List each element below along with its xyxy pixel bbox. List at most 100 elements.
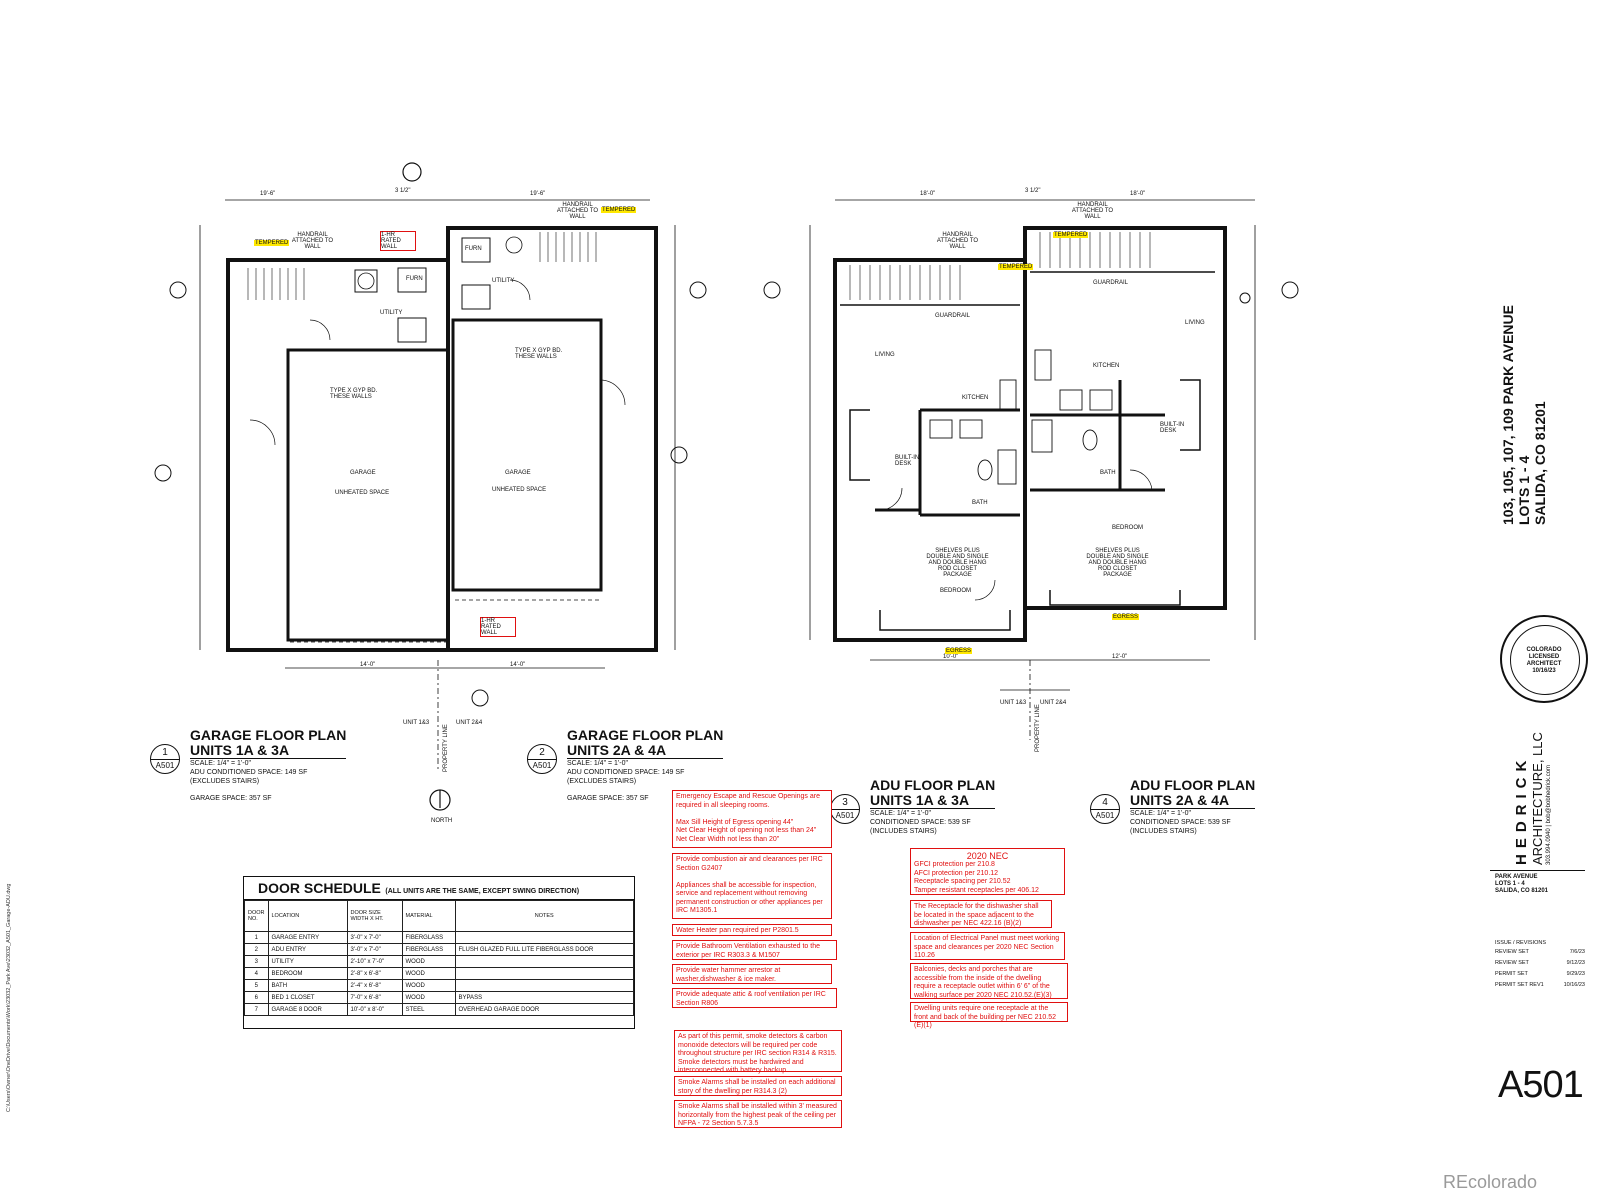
room-label-bedroom-2: BEDROOM xyxy=(1112,525,1144,531)
nec-line: GFCI protection per 210.8 xyxy=(914,861,995,868)
built-in-desk-2: BUILT-IN DESK xyxy=(1160,422,1185,434)
door-schedule-cell: 4 xyxy=(244,967,269,980)
door-schedule-cell: FLUSH GLAZED FULL LITE FIBERGLASS DOOR xyxy=(454,943,634,956)
north-label: NORTH xyxy=(431,818,453,824)
closet-note-2: SHELVES PLUS DOUBLE AND SINGLE AND DOUBL… xyxy=(1086,548,1149,578)
door-schedule-cell: WOOD xyxy=(401,979,456,992)
plan-area: ADU CONDITIONED SPACE: 149 SF xyxy=(190,769,308,776)
detail-sheet: A501 xyxy=(1095,811,1115,820)
issue-name: PERMIT SET xyxy=(1495,971,1528,977)
unit-24-label-2: UNIT 2&4 xyxy=(1040,700,1067,706)
code-note-egress: Emergency Escape and Rescue Openings are… xyxy=(672,790,832,848)
door-schedule-cell: 5 xyxy=(244,979,269,992)
firm-name: HEDRICK ARCHITECTURE, LLC 303.994.0940 |… xyxy=(1513,732,1553,865)
plan-area-note: (EXCLUDES STAIRS) xyxy=(190,778,260,785)
header-cell: DOOR SIZE WIDTH X HT. xyxy=(346,900,403,932)
nec-line: Tamper resistant receptacles per 406.12 xyxy=(914,886,1039,894)
plan-scale: SCALE: 1/4" = 1'-0" xyxy=(1130,810,1191,817)
door-schedule-table: DOOR NO. LOCATION DOOR SIZE WIDTH X HT. … xyxy=(244,900,634,1016)
room-label-unheated-1: UNHEATED SPACE xyxy=(335,490,390,496)
nec-title: 2020 NEC xyxy=(966,851,1009,861)
door-schedule-cell: 2 xyxy=(244,943,269,956)
svg-text:19'-6": 19'-6" xyxy=(530,191,545,197)
door-schedule-cell: GARAGE ENTRY xyxy=(267,931,348,944)
plan-title-line2: UNITS 1A & 3A xyxy=(190,743,347,759)
room-label-bath-1: BATH xyxy=(972,500,988,506)
project-name: PARK AVENUE xyxy=(1495,874,1538,880)
door-schedule-cell: OVERHEAD GARAGE DOOR xyxy=(454,1003,634,1016)
code-note-receptacles: Dwelling units require one receptacle at… xyxy=(910,1002,1068,1029)
code-note-bath-vent: Provide Bathroom Ventilation exhausted t… xyxy=(672,940,837,960)
header-cell: MATERIAL xyxy=(401,900,456,932)
detail-sheet: A501 xyxy=(155,761,175,770)
header-cell: LOCATION xyxy=(267,900,348,932)
svg-text:3 1/2": 3 1/2" xyxy=(1025,188,1040,194)
plan-area-note: (EXCLUDES STAIRS) xyxy=(567,778,637,785)
closet-note-1: SHELVES PLUS DOUBLE AND SINGLE AND DOUBL… xyxy=(926,548,989,578)
room-label-living-1: LIVING xyxy=(875,352,895,358)
svg-text:10'-0": 10'-0" xyxy=(943,654,958,660)
address-line2: LOTS 1 - 4 xyxy=(1516,455,1532,525)
door-schedule-cell: 7 xyxy=(244,1003,269,1016)
plan-title-line2: UNITS 2A & 4A xyxy=(1130,793,1256,809)
guardrail-label-2: GUARDRAIL xyxy=(1093,280,1129,286)
svg-text:12'-0": 12'-0" xyxy=(1112,654,1127,660)
built-in-desk-1: BUILT-IN DESK xyxy=(895,455,920,467)
issue-date: 10/16/23 xyxy=(1563,982,1585,988)
plan-area-note: (INCLUDES STAIRS) xyxy=(1130,828,1197,835)
svg-text:14'-0": 14'-0" xyxy=(510,662,525,668)
room-label-furn-1: FURN xyxy=(406,276,423,282)
code-note-combustion: Provide combustion air and clearances pe… xyxy=(672,853,832,919)
door-schedule-cell: FIBERGLASS xyxy=(401,931,456,944)
plan-title-line1: GARAGE FLOOR PLAN xyxy=(190,727,347,743)
header-cell: DOOR NO. xyxy=(244,900,269,932)
door-schedule-cell xyxy=(454,979,634,992)
room-label-utility-2: UTILITY xyxy=(492,278,515,284)
handrail-note-4: HANDRAIL ATTACHED TO WALL xyxy=(1071,202,1114,220)
address-line1: 103, 105, 107, 109 PARK AVENUE xyxy=(1500,305,1516,525)
code-note-electrical-panel: Location of Electrical Panel must meet w… xyxy=(910,932,1065,960)
tempered-label-4: TEMPERED xyxy=(1053,232,1089,238)
svg-text:18'-0": 18'-0" xyxy=(920,191,935,197)
tempered-label-1: TEMPERED xyxy=(254,240,290,246)
detail-bubble: 1 A501 xyxy=(150,744,180,774)
tempered-label-2: TEMPERED xyxy=(601,207,637,213)
nec-box: 2020 NEC GFCI protection per 210.8 AFCI … xyxy=(910,848,1065,895)
door-schedule-cell: 6 xyxy=(244,991,269,1004)
code-note-water-hammer: Provide water hammer arrestor at washer,… xyxy=(672,964,832,984)
detail-bubble: 4 A501 xyxy=(1090,794,1120,824)
guardrail-label-1: GUARDRAIL xyxy=(935,313,971,319)
door-schedule-cell xyxy=(454,955,634,968)
firm-name-line1: HEDRICK xyxy=(1513,754,1530,865)
one-hr-wall-2: 1-HR RATED WALL xyxy=(480,617,516,637)
door-schedule-cell: 3'-0" x 7'-0" xyxy=(346,931,403,944)
plan-garage-area: GARAGE SPACE: 357 SF xyxy=(190,795,272,802)
door-schedule-cell: FIBERGLASS xyxy=(401,943,456,956)
room-label-bedroom-1: BEDROOM xyxy=(940,588,972,594)
door-schedule: DOOR SCHEDULE (ALL UNITS ARE THE SAME, E… xyxy=(243,876,635,1029)
door-schedule-cell xyxy=(454,967,634,980)
door-schedule-cell: GARAGE 8 DOOR xyxy=(267,1003,348,1016)
project-address: 103, 105, 107, 109 PARK AVENUE LOTS 1 - … xyxy=(1500,305,1548,525)
tempered-label-3: TEMPERED xyxy=(998,264,1034,270)
room-label-garage-2: GARAGE xyxy=(505,470,531,476)
door-schedule-cell: BEDROOM xyxy=(267,967,348,980)
egress-label-1: EGRESS xyxy=(945,648,973,654)
door-schedule-subtitle: (ALL UNITS ARE THE SAME, EXCEPT SWING DI… xyxy=(385,888,580,895)
nec-line: Receptacle spacing per 210.52 xyxy=(914,878,1011,885)
plan-scale: SCALE: 1/4" = 1'-0" xyxy=(567,760,628,767)
door-schedule-cell: 7'-0" x 6'-8" xyxy=(346,991,403,1004)
room-label-unheated-2: UNHEATED SPACE xyxy=(492,487,547,493)
sheet-number: A501 xyxy=(1498,1064,1584,1106)
detail-sheet: A501 xyxy=(532,761,552,770)
plan-area-note: (INCLUDES STAIRS) xyxy=(870,828,937,835)
